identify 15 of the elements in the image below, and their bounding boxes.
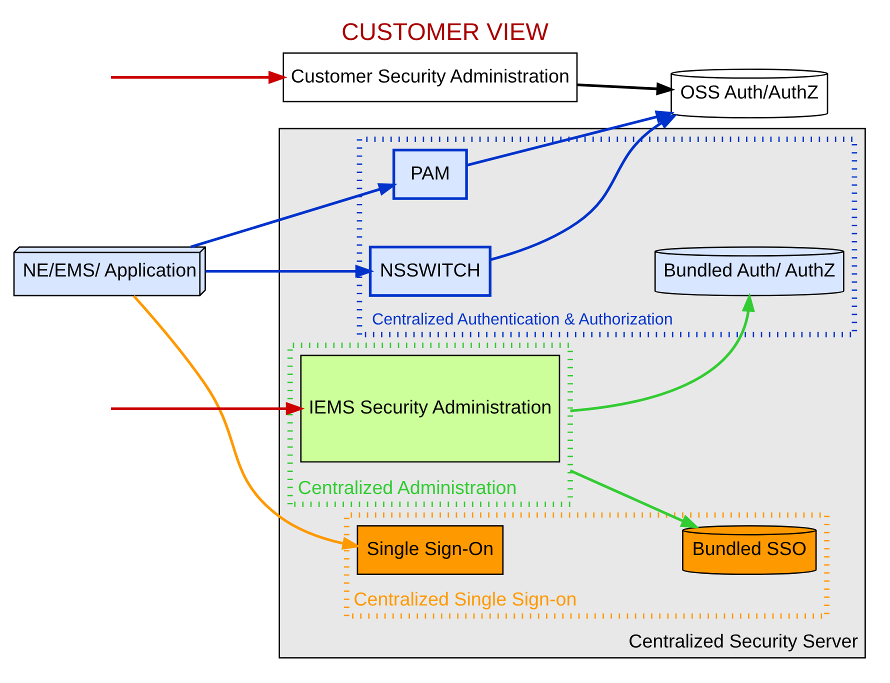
arrow [490, 114, 678, 261]
arrow [577, 82, 676, 95]
diagram-title: CUSTOMER VIEW [342, 18, 548, 46]
arrow [570, 292, 755, 412]
node-box: NSSWITCH [368, 245, 492, 296]
node-box: Customer Security Administration [282, 52, 578, 102]
arrow [132, 294, 362, 550]
node-box: IEMS Security Administration [300, 354, 560, 462]
arrow [111, 402, 305, 415]
node-box: PAM [392, 148, 468, 200]
arrow [111, 70, 288, 84]
node-box: Single Sign-On [356, 524, 504, 574]
arrow [570, 468, 700, 528]
arrow [190, 182, 398, 248]
arrow [206, 264, 374, 278]
